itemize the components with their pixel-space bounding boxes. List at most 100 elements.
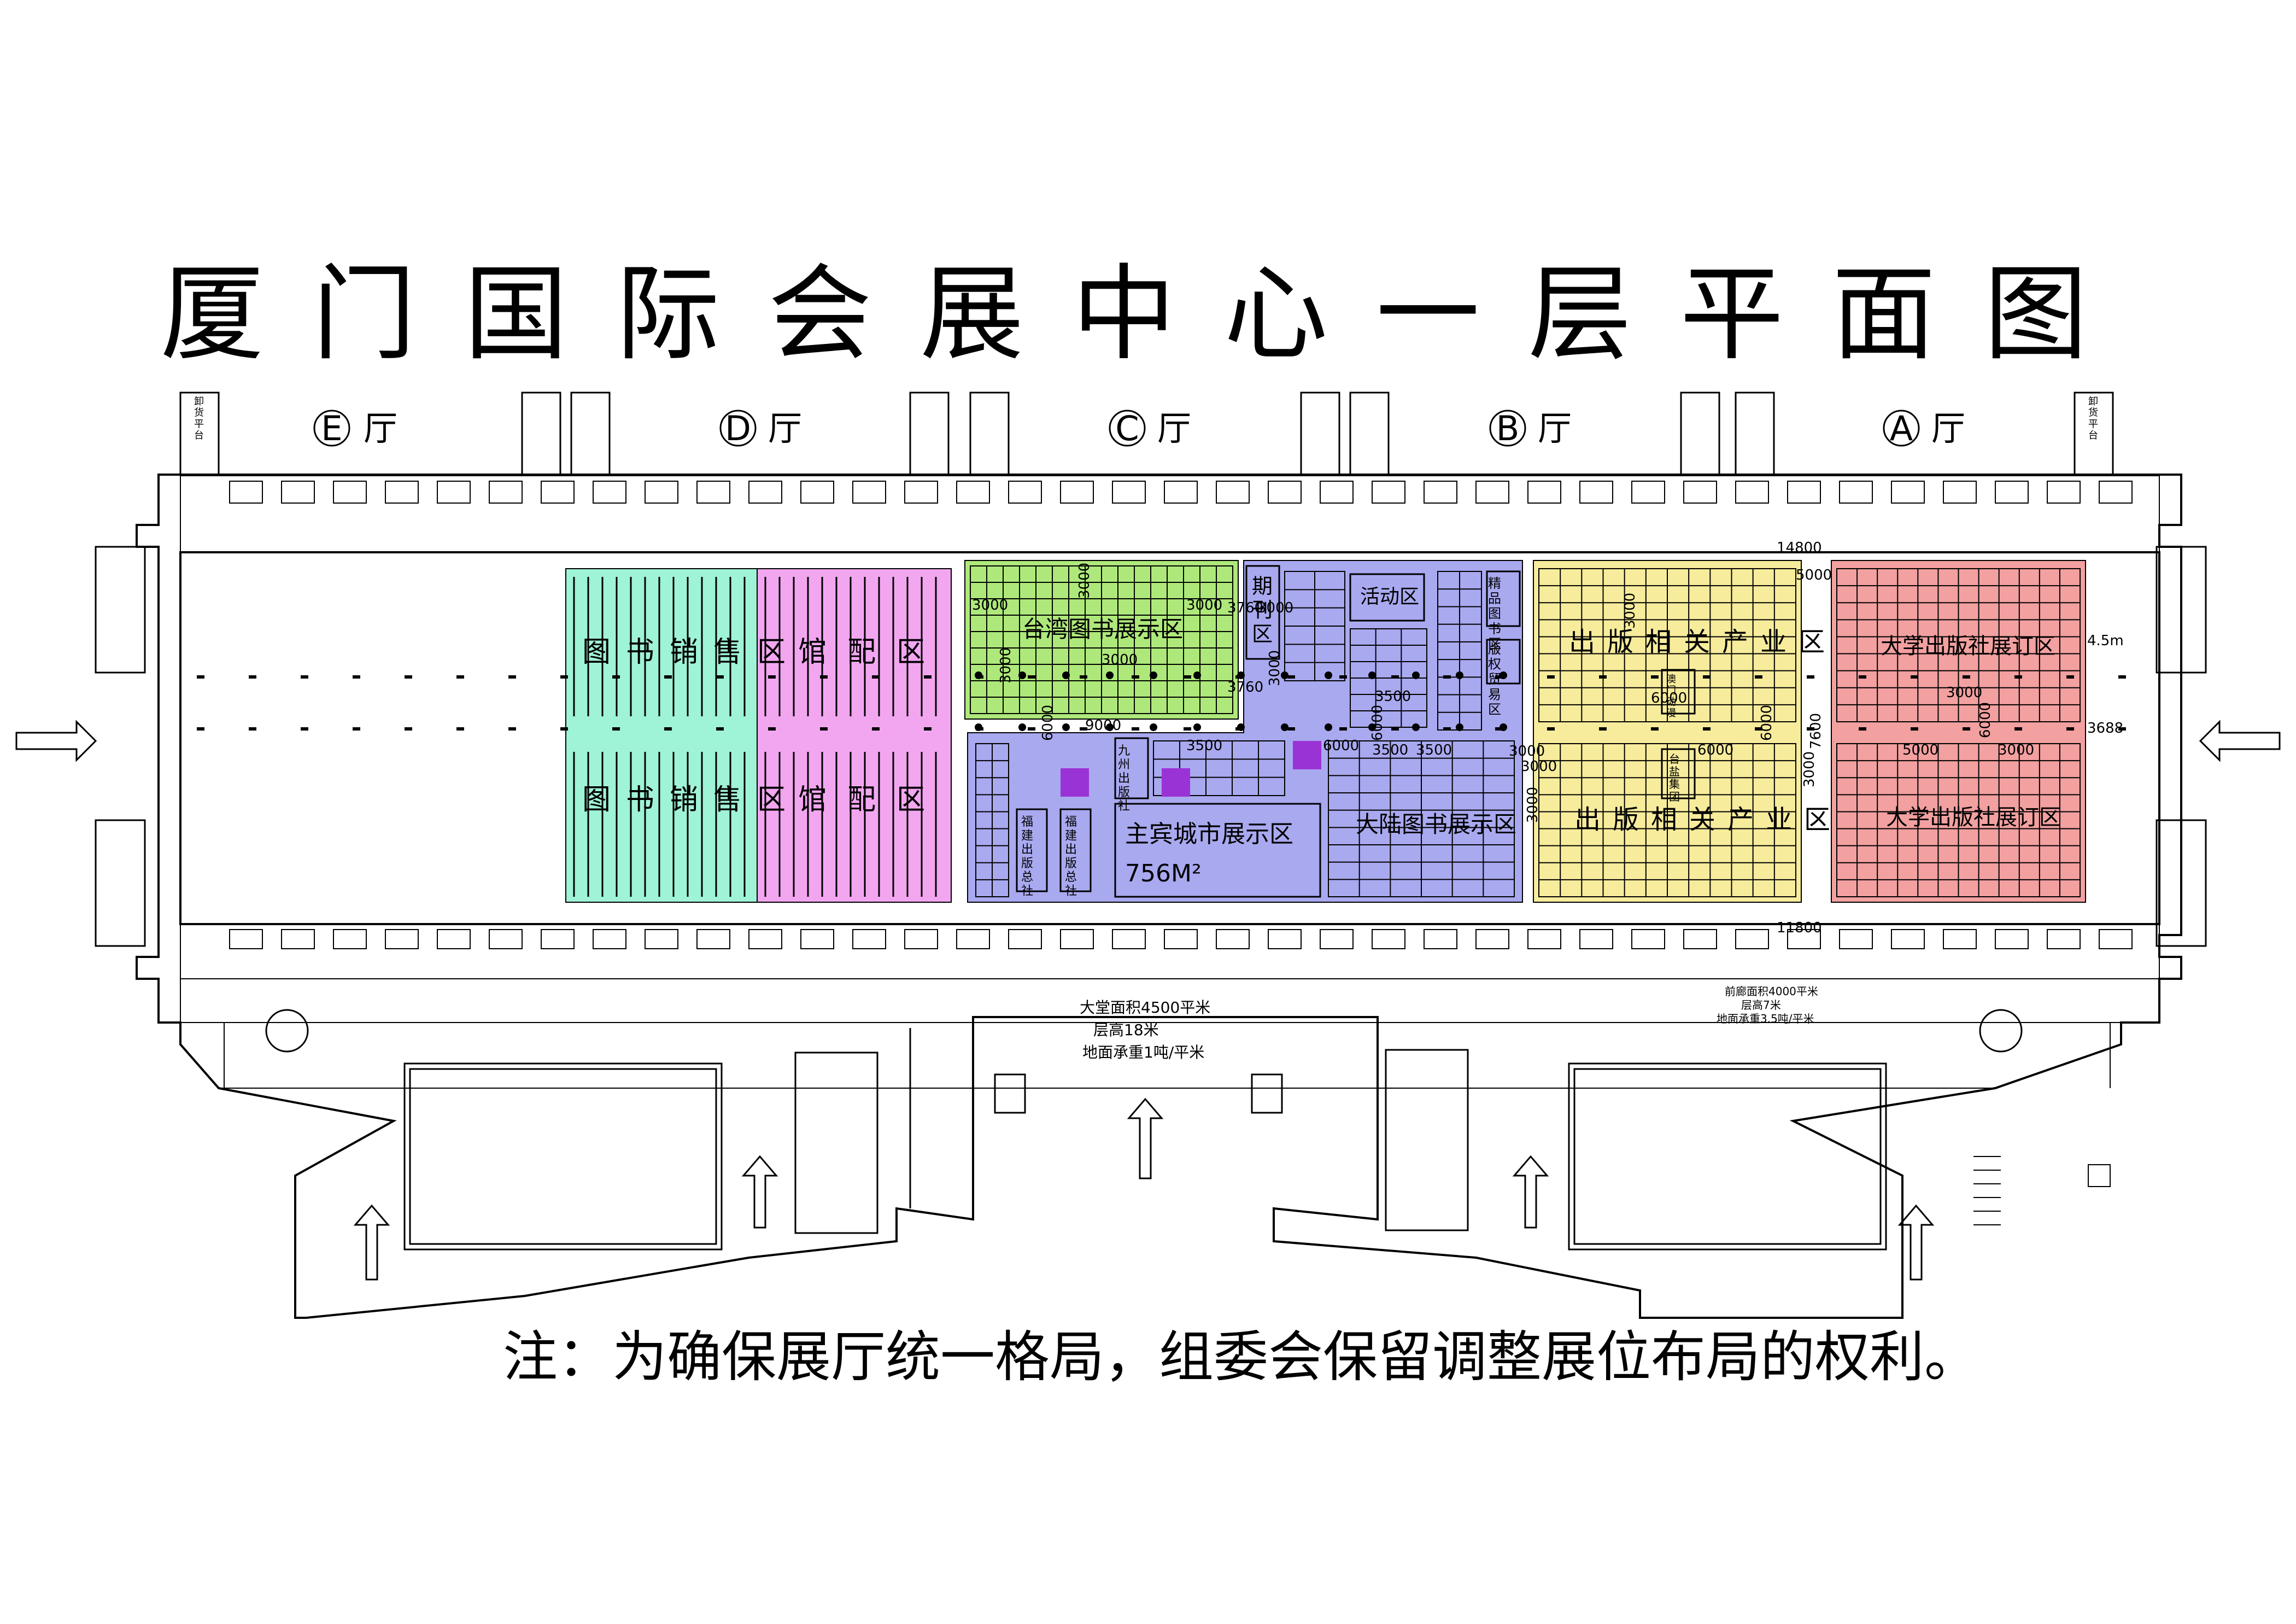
- service-room: [1839, 929, 1873, 949]
- column: [1443, 727, 1451, 731]
- column: [1339, 727, 1347, 731]
- service-room: [904, 929, 938, 949]
- legend: [1973, 1156, 2111, 1225]
- column: [664, 727, 672, 731]
- column: [1859, 675, 1866, 679]
- service-room: [1164, 929, 1198, 949]
- dim-9000: 9000: [1085, 717, 1121, 734]
- column: [1028, 727, 1035, 731]
- column: [1703, 675, 1711, 679]
- column: [1184, 727, 1191, 731]
- booth-block: [975, 743, 1009, 897]
- service-room: [1268, 481, 1302, 504]
- corridor-height: 层高7米: [1741, 998, 1781, 1012]
- platform-label: 卸货平台: [194, 396, 204, 441]
- booth-block: [1538, 743, 1796, 897]
- column: [1859, 727, 1866, 731]
- service-room: [904, 481, 938, 504]
- platform-label: 卸货平台: [2088, 396, 2098, 441]
- service-room: [1995, 929, 2029, 949]
- university-label-bottom: 大学出版社展订区: [1886, 805, 2061, 830]
- copyright-label: 版权贸易区: [1488, 641, 1501, 717]
- dim-3000-d: 3000: [1257, 600, 1293, 616]
- zone-mainland: [967, 560, 1523, 903]
- service-room: [1008, 929, 1042, 949]
- service-room: [1164, 481, 1198, 504]
- dim-6000-v3: 6000: [1759, 705, 1775, 741]
- university-label-top: 大学出版社展订区: [1881, 634, 2055, 659]
- zone-labels: 图书销售区 图书销售区 馆配区 馆配区 台湾图书展示区 活动区 大陆图书展示区 …: [582, 586, 2061, 887]
- lobby-area: 大堂面积4500平米: [1080, 998, 1210, 1017]
- dim-5000-b: 5000: [1902, 742, 1938, 758]
- corridor-load: 地面承重3.5吨/平米: [1717, 1012, 1814, 1025]
- column: [768, 727, 776, 731]
- service-room: [748, 481, 782, 504]
- column: [456, 675, 464, 679]
- dim-14800: 14800: [1777, 540, 1822, 556]
- dim-3500-b: 3500: [1372, 742, 1408, 758]
- booth-block: [1836, 568, 2081, 722]
- service-room: [1683, 929, 1717, 949]
- column: [716, 727, 724, 731]
- column: [249, 675, 256, 679]
- service-room: [2047, 929, 2081, 949]
- library-label-bottom: 馆配区: [798, 784, 946, 816]
- service-room: [1424, 481, 1457, 504]
- service-room: [1475, 929, 1509, 949]
- column: [405, 727, 412, 731]
- column: [2014, 727, 2022, 731]
- dim-3000-e: 3000: [1509, 743, 1545, 760]
- service-room: [2099, 929, 2133, 949]
- service-room: [489, 481, 523, 504]
- column: [560, 675, 568, 679]
- column: [1106, 723, 1114, 731]
- booth-grids: [229, 481, 2133, 949]
- column: [1963, 675, 1970, 679]
- column: [1456, 671, 1463, 679]
- hall-b-suffix: 厅: [1538, 408, 1572, 448]
- column: [1963, 727, 1970, 731]
- hall-e-suffix: 厅: [364, 408, 397, 448]
- booth-block: [1350, 628, 1427, 728]
- column: [1339, 675, 1347, 679]
- service-room: [333, 929, 367, 949]
- dim-3000-g: 3000: [1946, 685, 1982, 701]
- column: [1368, 671, 1376, 679]
- column: [1412, 723, 1420, 731]
- service-room: [1216, 929, 1250, 949]
- column: [1500, 671, 1507, 679]
- service-room: [437, 929, 471, 949]
- industry-label-top: 出版相关产业区: [1569, 627, 1837, 657]
- service-room: [593, 481, 626, 504]
- service-room: [1008, 481, 1042, 504]
- dim-3760-b: 3760: [1227, 679, 1263, 696]
- column: [2118, 727, 2126, 731]
- column: [249, 727, 256, 731]
- service-room: [593, 929, 626, 949]
- column: [1547, 727, 1555, 731]
- dim-11800: 11800: [1777, 920, 1822, 936]
- column: [1755, 727, 1762, 731]
- dim-6000-v1: 6000: [1040, 705, 1056, 741]
- column: [924, 675, 932, 679]
- column: [560, 727, 568, 731]
- column: [1062, 671, 1070, 679]
- service-room: [281, 929, 315, 949]
- booth-block: [1284, 571, 1345, 681]
- service-room: [1943, 481, 1977, 504]
- column: [1080, 727, 1087, 731]
- column: [1807, 727, 1814, 731]
- column: [1325, 723, 1332, 731]
- service-room: [1060, 481, 1094, 504]
- service-room: [2099, 481, 2133, 504]
- guest-city-label: 主宾城市展示区: [1125, 820, 1293, 848]
- column: [1651, 675, 1659, 679]
- taiwan-group-label: 台盐集团: [1669, 752, 1680, 803]
- service-room: [645, 929, 678, 949]
- lobby-outline: [265, 1009, 2023, 1251]
- column: [924, 727, 932, 731]
- dim-3688: 3688: [2087, 720, 2123, 737]
- hall-b-id: B: [1496, 408, 1520, 448]
- book-sales-label-bottom: 图书销售区: [582, 784, 801, 816]
- rotated-dimension-labels: 3000 3000 3000 6000 6000 6000 6000 7600 …: [998, 563, 1994, 823]
